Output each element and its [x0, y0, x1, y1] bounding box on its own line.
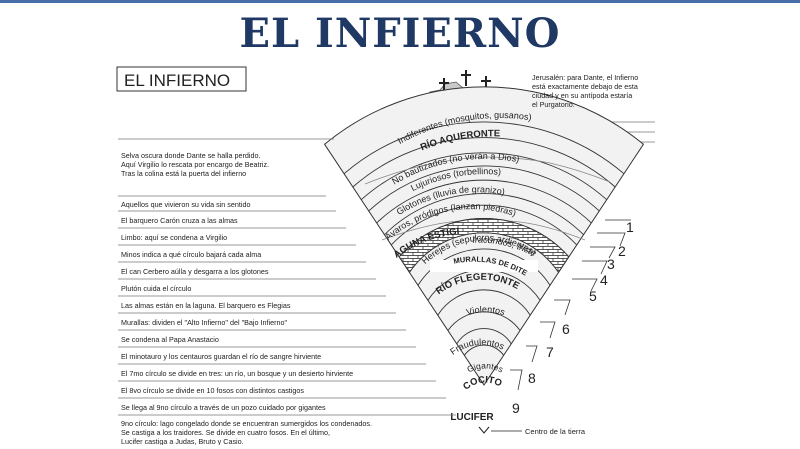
left-label: El minotauro y los centauros guardan el …: [121, 352, 321, 361]
left-label: Limbo: aquí se condena a Virgilio: [121, 233, 227, 242]
left-label: El 8vo círculo se divide en 10 fosos con…: [121, 386, 304, 395]
circle-number: 1: [626, 219, 634, 235]
svg-text:Se castiga a los traidores. Se: Se castiga a los traidores. Se divide en…: [121, 428, 330, 437]
left-label: Se condena al Papa Anastacio: [121, 335, 219, 344]
box-title: EL INFIERNO: [124, 71, 230, 90]
svg-text:Aquí Virgilio lo rescata por e: Aquí Virgilio lo rescata por encargo de …: [121, 160, 269, 169]
left-label: Plutón cuida el círculo: [121, 284, 191, 293]
svg-text:Violentos: Violentos: [465, 304, 506, 317]
slide-title: EL INFIERNO: [239, 10, 561, 57]
left-label: El can Cerbero aúlla y desgarra a los gl…: [121, 267, 269, 276]
circle-number: 5: [589, 288, 597, 304]
left-labels: Aquellos que vivieron su vida sin sentid…: [121, 200, 353, 412]
left-label: Las almas están en la laguna. El barquer…: [121, 301, 291, 310]
circle-numbers: 1 2 3 4 5 6 7 8 9: [512, 219, 634, 416]
top-accent-line: [0, 0, 800, 3]
left-label: Minos indica a qué círculo bajará cada a…: [121, 250, 261, 259]
circle-number: 9: [512, 400, 520, 416]
circle-number: 2: [618, 243, 626, 259]
lucifer-label: LUCIFER: [450, 412, 494, 423]
svg-text:el Purgatorio.: el Purgatorio.: [532, 100, 575, 109]
left-label: El 7mo círculo se divide en tres: un río…: [121, 369, 353, 378]
center-label: Centro de la tierra: [525, 427, 586, 436]
svg-text:Selva oscura donde Dante se ha: Selva oscura donde Dante se halla perdid…: [121, 151, 260, 160]
selva-note: Selva oscura donde Dante se halla perdid…: [121, 151, 269, 178]
circle-number: 4: [600, 272, 608, 288]
svg-text:9no círculo: lago congelado do: 9no círculo: lago congelado donde se enc…: [121, 419, 372, 428]
svg-text:Jerusalén: para Dante, el Infi: Jerusalén: para Dante, el Infierno: [532, 73, 638, 82]
circle-number: 3: [607, 256, 615, 272]
svg-text:ciudad y en su antípoda estarí: ciudad y en su antípoda estaría: [532, 91, 632, 100]
circle-number: 8: [528, 370, 536, 386]
box-title-frame: [116, 66, 247, 92]
svg-text:Tras la colina está la puerta: Tras la colina está la puerta del infier…: [121, 169, 246, 178]
left-label: Aquellos que vivieron su vida sin sentid…: [121, 200, 250, 209]
circle-number: 6: [562, 321, 570, 337]
svg-text:está exactamente debajo de est: está exactamente debajo de esta: [532, 82, 638, 91]
circle-number: 7: [546, 344, 554, 360]
left-row-lines: [118, 195, 456, 416]
svg-text:Lucifer castiga a Judas, Bruto: Lucifer castiga a Judas, Bruto y Casio.: [121, 437, 244, 445]
jerusalem-note: Jerusalén: para Dante, el Infierno está …: [532, 73, 638, 109]
left-label: Murallas: dividen el "Alto Infierno" del…: [121, 318, 287, 327]
inferno-diagram: EL INFIERNO: [100, 60, 700, 445]
band-label: Violentos: [465, 304, 506, 317]
ninth-circle-note: 9no círculo: lago congelado donde se enc…: [121, 419, 372, 445]
left-label: El barquero Carón cruza a las almas: [121, 216, 238, 225]
left-label: Se llega al 9no círculo a través de un p…: [121, 403, 326, 412]
number-leaders: [510, 219, 631, 391]
inferno-funnel: [323, 86, 645, 386]
center-marker-icon: [478, 426, 490, 434]
